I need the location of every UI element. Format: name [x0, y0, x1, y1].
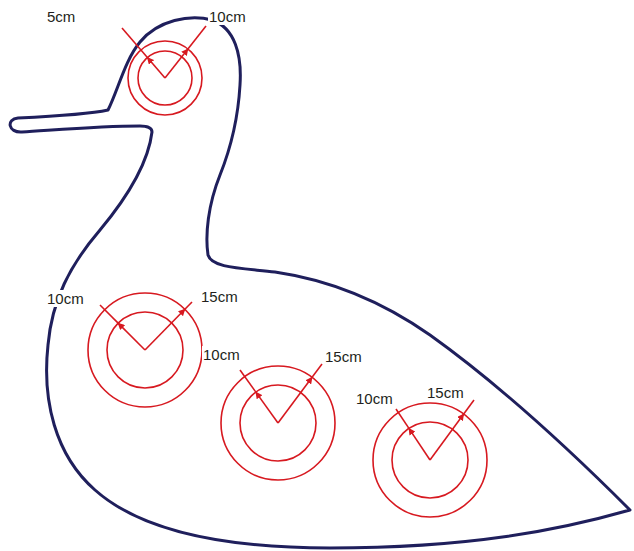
radius-arrow — [430, 414, 464, 460]
dimension-label: 15cm — [200, 288, 239, 305]
dimension-label: 15cm — [324, 348, 363, 365]
leader-line — [464, 400, 474, 414]
dimension-label: 10cm — [208, 8, 247, 25]
outer-ring — [88, 293, 202, 407]
dimension-label: 5cm — [46, 8, 76, 25]
leader-line — [240, 370, 256, 392]
radius-arrow — [278, 377, 312, 423]
outer-ring — [221, 366, 335, 480]
radius-arrow — [256, 392, 278, 423]
leader-line — [312, 364, 322, 377]
target-rings — [88, 26, 487, 517]
dimension-label: 10cm — [46, 290, 85, 307]
outer-ring — [373, 403, 487, 517]
dimension-label: 10cm — [202, 346, 241, 363]
duck-outline — [10, 18, 630, 548]
radius-arrow — [147, 58, 165, 78]
radius-arrow — [118, 323, 145, 350]
dimension-label: 15cm — [426, 384, 465, 401]
leader-line — [396, 409, 409, 428]
outer-ring — [128, 41, 202, 115]
leader-line — [185, 302, 192, 309]
leader-line — [100, 305, 118, 323]
dimension-label: 10cm — [355, 390, 394, 407]
leader-line — [122, 28, 147, 58]
leader-line — [188, 26, 206, 49]
radius-arrow — [165, 49, 188, 78]
radius-arrow — [409, 428, 430, 460]
radius-arrow — [145, 309, 185, 350]
